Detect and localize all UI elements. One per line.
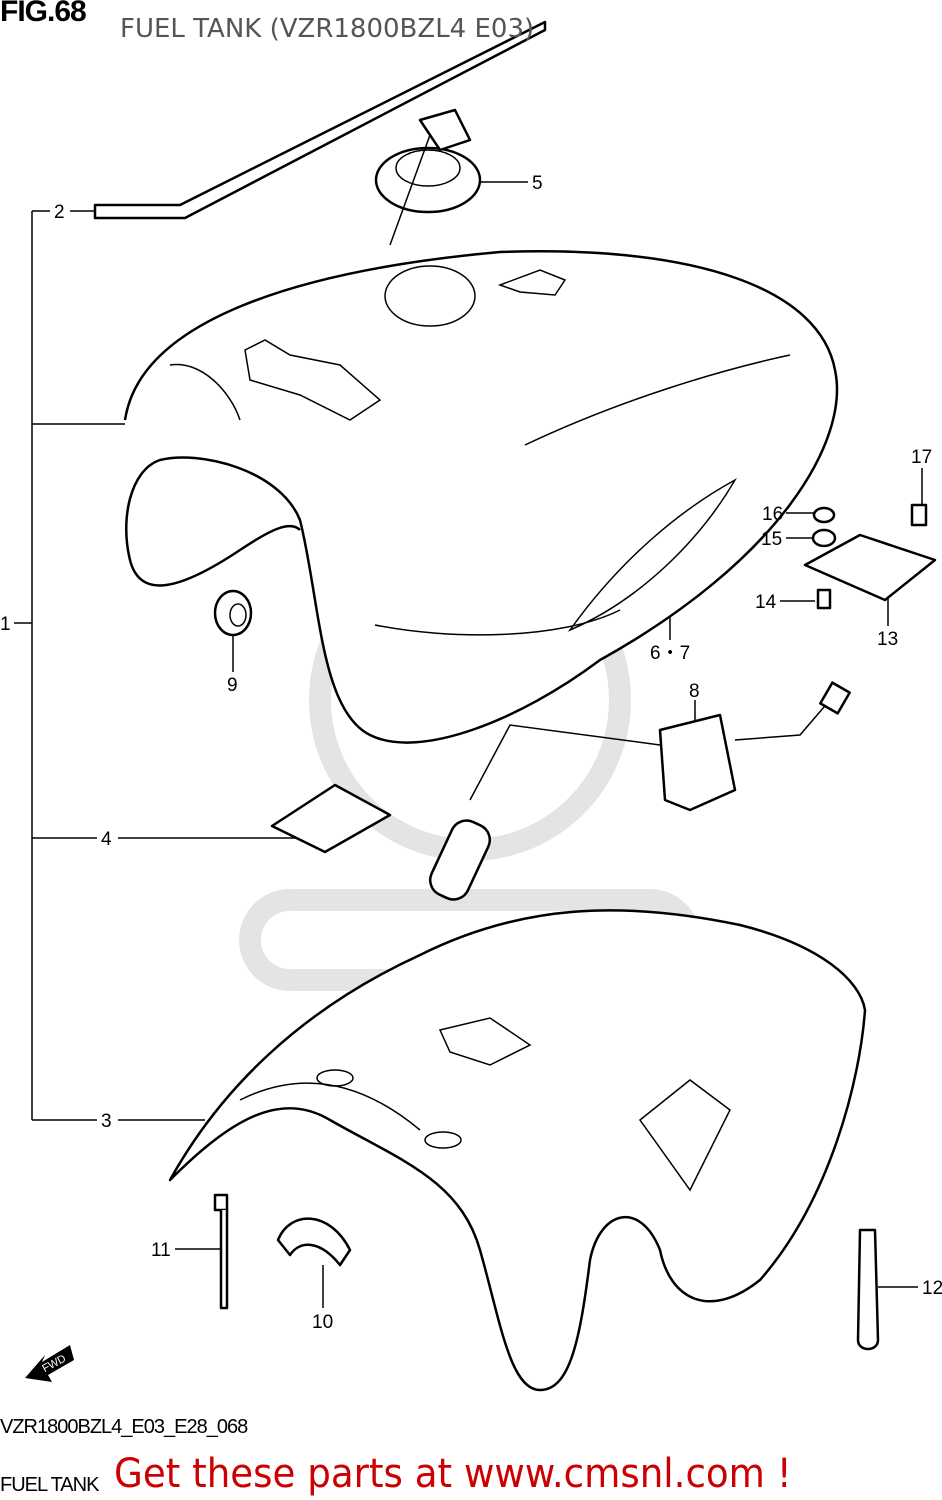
part-trim-strip bbox=[93, 20, 547, 220]
part-fuel-cap bbox=[374, 108, 482, 246]
fwd-arrow-icon: FWD bbox=[25, 1345, 74, 1382]
part-fuel-level-gauge bbox=[428, 681, 851, 901]
promo-link[interactable]: Get these parts at www.cmsnl.com ! bbox=[114, 1451, 792, 1497]
callout-11: 11 bbox=[151, 1240, 171, 1261]
part-cushion bbox=[276, 1217, 352, 1267]
callout-1: 1 bbox=[0, 614, 11, 635]
callout-4: 4 bbox=[101, 829, 112, 850]
callout-2: 2 bbox=[54, 202, 65, 223]
part-fuel-tank bbox=[123, 250, 839, 744]
callout-8: 8 bbox=[689, 681, 700, 702]
callout-13: 13 bbox=[877, 629, 898, 650]
diagram-name: FUEL TANK bbox=[0, 1474, 99, 1496]
callout-14: 14 bbox=[755, 592, 777, 613]
callout-15: 15 bbox=[761, 529, 782, 550]
diagram-code: VZR1800BZL4_E03_E28_068 bbox=[0, 1416, 248, 1438]
callout-labels: 1 2 3 4 5 6・7 8 9 10 11 12 13 14 15 16 1… bbox=[0, 173, 942, 1333]
callout-17: 17 bbox=[911, 447, 932, 468]
callout-3: 3 bbox=[101, 1111, 112, 1132]
part-bracket bbox=[803, 503, 937, 610]
callout-10: 10 bbox=[312, 1312, 333, 1333]
callout-9: 9 bbox=[227, 675, 238, 696]
callout-5: 5 bbox=[532, 173, 543, 194]
part-grommet bbox=[213, 589, 253, 637]
callout-lines bbox=[14, 181, 923, 1308]
figure-number: FIG.68 bbox=[0, 0, 87, 28]
part-heat-shield bbox=[168, 909, 867, 1392]
part-clamp bbox=[856, 1228, 880, 1351]
callout-16: 16 bbox=[762, 504, 783, 525]
part-cable-tie bbox=[213, 1193, 229, 1310]
callout-12: 12 bbox=[922, 1278, 942, 1299]
diagram-title: FUEL TANK (VZR1800BZL4 E03) bbox=[120, 14, 535, 44]
callout-6-7: 6・7 bbox=[650, 643, 690, 664]
part-label-sheet bbox=[270, 783, 392, 854]
